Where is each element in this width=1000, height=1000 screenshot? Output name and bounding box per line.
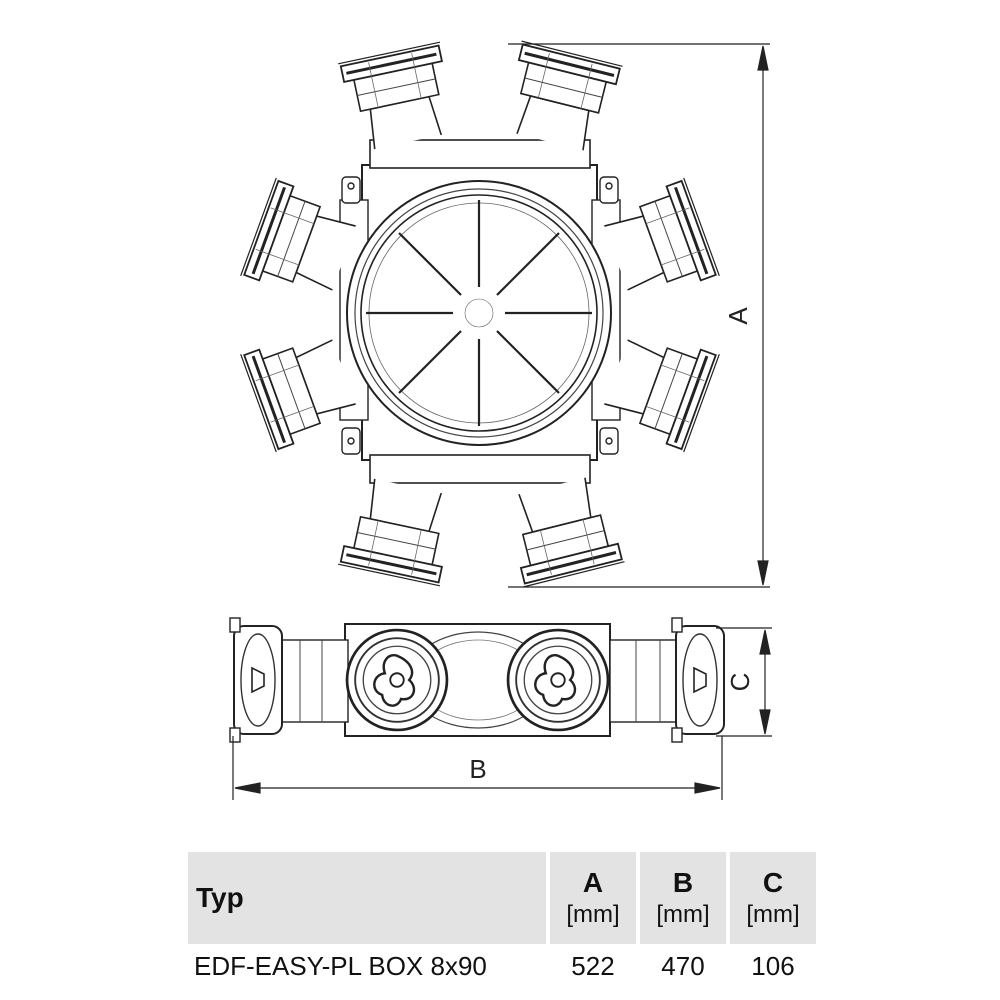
technical-drawing: A C B [229, 39, 772, 800]
dimension-c [716, 627, 772, 737]
header-a: A [mm] [550, 852, 636, 944]
header-c: C [mm] [730, 852, 816, 944]
dimension-a [508, 43, 770, 588]
dimension-a-label: A [723, 307, 753, 325]
row-b: 470 [661, 950, 705, 981]
side-outlet-right [506, 628, 610, 732]
dimension-c-label: C [725, 673, 755, 692]
header-a-letter: A [582, 867, 604, 898]
row-c: 106 [751, 950, 795, 981]
side-outlet-left [345, 628, 449, 732]
spec-table-header: Typ A [mm] B [mm] C [mm] [188, 852, 816, 944]
header-c-letter: C [762, 867, 784, 898]
header-b-unit: [mm] [656, 901, 710, 928]
header-typ: Typ [188, 852, 546, 944]
row-a: 522 [571, 950, 615, 981]
spec-table: Typ A [mm] B [mm] C [mm] EDF-EASY-PL BOX… [184, 852, 820, 988]
dimension-b [232, 736, 723, 800]
header-a-unit: [mm] [566, 901, 620, 928]
mounting-lugs [341, 176, 619, 455]
header-c-unit: [mm] [746, 901, 800, 928]
central-connection [346, 180, 612, 446]
header-b: B [mm] [640, 852, 726, 944]
side-view: C B [229, 617, 772, 800]
table-row: EDF-EASY-PL BOX 8x90 522 470 106 [188, 944, 816, 988]
row-typ: EDF-EASY-PL BOX 8x90 [194, 950, 487, 981]
header-b-letter: B [672, 867, 694, 898]
top-view: A [239, 39, 770, 589]
dimension-b-label: B [469, 754, 486, 784]
